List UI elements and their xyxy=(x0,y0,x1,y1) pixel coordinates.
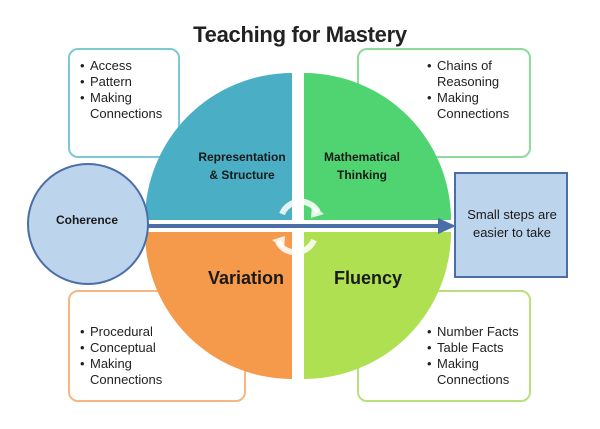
list-item: Procedural xyxy=(80,324,244,340)
list-item: Making xyxy=(80,356,244,372)
label-fluency: Fluency xyxy=(333,268,403,288)
label-mathematical-thinking: Mathematical Thinking xyxy=(323,150,401,182)
small-steps-box xyxy=(454,172,568,278)
list-item: Conceptual xyxy=(80,340,244,356)
list-item-continuation: Connections xyxy=(90,372,163,387)
list-item-continuation: Connections xyxy=(90,106,163,121)
list-item: Pattern xyxy=(80,74,178,90)
label-coherence: Coherence xyxy=(55,213,119,227)
list-item: Access xyxy=(80,58,178,74)
list-item: Making xyxy=(427,90,529,106)
quadrant-representation xyxy=(145,73,292,220)
quadrant-variation xyxy=(145,232,292,379)
list-item: Making xyxy=(427,356,529,372)
label-small-steps: Small steps are easier to take xyxy=(467,207,557,240)
quadrant-thinking xyxy=(304,73,451,220)
list-item: Making xyxy=(80,90,178,106)
list-item-continuation: Connections xyxy=(437,372,510,387)
list-item: Number Facts xyxy=(427,324,529,340)
box-representation-notes: Access Pattern Making Connections xyxy=(68,48,180,158)
list-item-continuation: Reasoning xyxy=(437,74,500,89)
label-variation: Variation xyxy=(207,268,285,288)
label-representation: Representation & Structure xyxy=(198,150,286,182)
list-item-continuation: Connections xyxy=(437,106,510,121)
list-item: Table Facts xyxy=(427,340,529,356)
diagram-title: Teaching for Mastery xyxy=(193,22,407,47)
list-item: Chains of xyxy=(427,58,529,74)
quadrant-fluency xyxy=(304,232,451,379)
arrow-head-icon xyxy=(438,218,456,234)
